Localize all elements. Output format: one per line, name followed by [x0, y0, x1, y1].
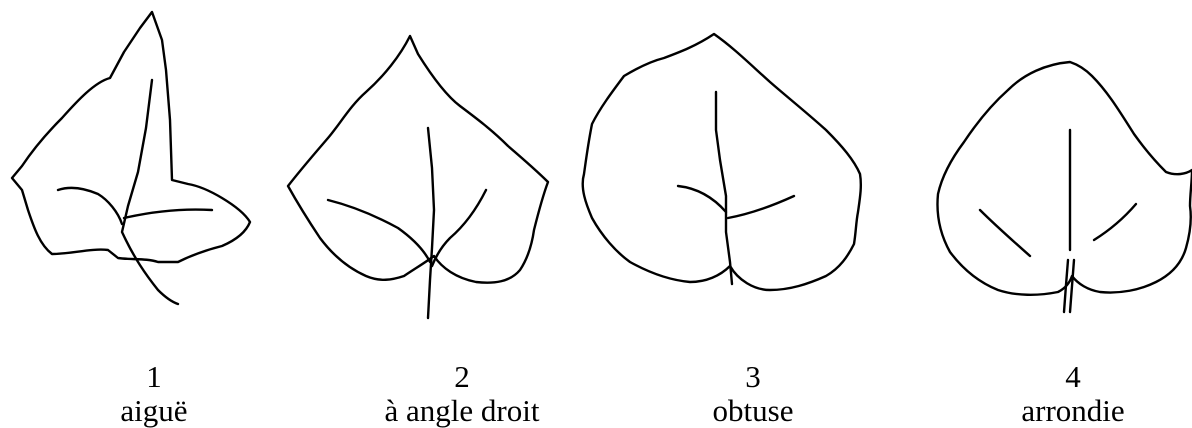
- caption-2-label: à angle droit: [352, 394, 572, 428]
- leaf-1-vein-right: [124, 209, 212, 218]
- caption-3-label: obtuse: [643, 394, 863, 428]
- leaf-2-drawing: [280, 0, 560, 340]
- leaf-1-outline: [12, 12, 250, 262]
- leaf-1-drawing: [0, 0, 260, 340]
- caption-3: 3 obtuse: [643, 360, 863, 428]
- caption-2-number: 2: [352, 360, 572, 394]
- leaf-3-outline: [583, 34, 861, 290]
- leaf-3-vein-right: [728, 196, 794, 218]
- leaf-1-vein-left: [58, 188, 122, 224]
- leaf-3-drawing: [570, 0, 870, 340]
- leaf-2-svg: [280, 0, 560, 340]
- leaf-4-vein-left: [980, 210, 1030, 256]
- caption-4-label: arrondie: [963, 394, 1183, 428]
- leaf-3-vein-left: [678, 186, 726, 212]
- leaf-2-midrib: [428, 128, 434, 318]
- caption-4-number: 4: [963, 360, 1183, 394]
- leaf-4-vein-right: [1094, 204, 1136, 240]
- caption-1-number: 1: [44, 360, 264, 394]
- leaf-3-svg: [570, 0, 870, 340]
- caption-1: 1 aiguë: [44, 360, 264, 428]
- leaf-4-drawing: [920, 0, 1192, 340]
- leaf-4-svg: [920, 0, 1192, 340]
- leaf-1-svg: [0, 0, 260, 340]
- caption-3-number: 3: [643, 360, 863, 394]
- leaf-4-outline: [938, 62, 1192, 295]
- leaf-2-vein-right: [432, 190, 486, 266]
- leaf-2-vein-left: [328, 200, 430, 262]
- caption-4: 4 arrondie: [963, 360, 1183, 428]
- leaf-4-petiole-right: [1070, 260, 1074, 312]
- caption-1-label: aiguë: [44, 394, 264, 428]
- leaf-3-midrib: [716, 92, 732, 284]
- caption-2: 2 à angle droit: [352, 360, 572, 428]
